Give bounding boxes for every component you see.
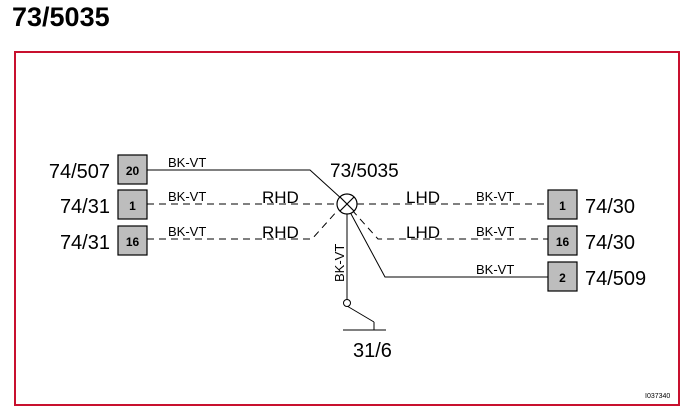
variant-label-rhd: RHD [262, 188, 299, 207]
connector-ref: 74/509 [585, 268, 646, 290]
wire-color-label: BK-VT [476, 262, 514, 277]
connector-ref: 74/31 [60, 232, 110, 254]
pin-label: 20 [126, 164, 140, 178]
connector-74-507: 20 74/507 [49, 154, 148, 185]
wire-16-left [147, 209, 339, 240]
pin-label: 1 [559, 199, 566, 213]
pin-label: 1 [129, 199, 136, 213]
connector-ref: 74/507 [49, 161, 110, 183]
pin-label: 2 [559, 271, 566, 285]
splice-label: 73/5035 [330, 161, 399, 182]
connector-74-509: 2 74/509 [547, 261, 646, 292]
pin-label: 16 [126, 235, 140, 249]
variant-label-rhd: RHD [262, 223, 299, 242]
wire-color-label: BK-VT [168, 155, 206, 170]
connector-74-30-b: 16 74/30 [547, 225, 635, 256]
wire-2 [349, 211, 548, 278]
connector-ref: 74/30 [585, 196, 635, 218]
pin-label: 16 [556, 235, 570, 249]
wire-color-label: BK-VT [332, 244, 347, 282]
wire-color-label: BK-VT [168, 189, 206, 204]
connector-74-31-b: 16 74/31 [60, 225, 148, 256]
variant-label-lhd: LHD [406, 188, 440, 207]
connector-74-31-a: 1 74/31 [60, 189, 148, 220]
wire-20 [147, 169, 344, 201]
splice-symbol [336, 193, 358, 215]
connector-ref: 74/30 [585, 232, 635, 254]
wire-color-label: BK-VT [476, 189, 514, 204]
page-title: 73/5035 [12, 2, 110, 32]
ground-switch-terminal [343, 299, 351, 307]
connector-74-30-a: 1 74/30 [547, 189, 635, 220]
wire-color-label: BK-VT [168, 224, 206, 239]
variant-label-lhd: LHD [406, 223, 440, 242]
connector-ref: 74/31 [60, 196, 110, 218]
wire-16-right [351, 209, 548, 240]
ground-ref-label: 31/6 [353, 340, 392, 362]
wire-color-label: BK-VT [476, 224, 514, 239]
image-id-label: I037340 [645, 393, 670, 400]
diagram-frame [14, 51, 680, 406]
